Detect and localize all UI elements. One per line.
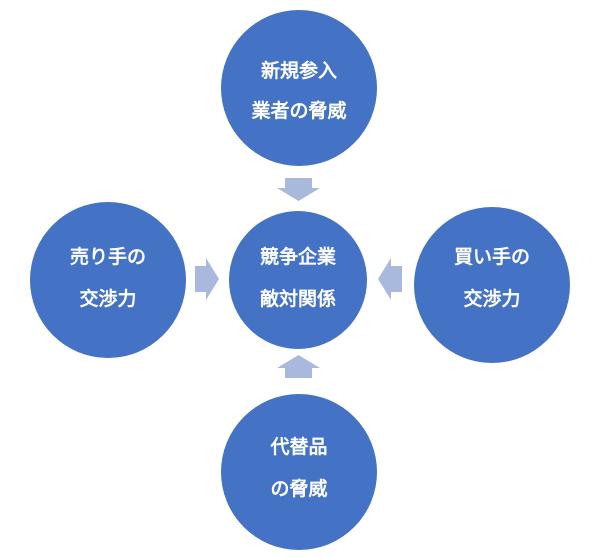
node-right: 買い手の 交渉力	[414, 207, 570, 363]
node-bottom: 代替品 の脅威	[221, 394, 377, 550]
node-top-line2: 業者の脅威	[250, 99, 346, 122]
node-top: 新規参入 業者の脅威	[221, 10, 377, 166]
arrow-left-icon	[378, 258, 402, 300]
node-left: 売り手の 交渉力	[30, 202, 186, 358]
node-left-line1: 売り手の	[70, 245, 146, 268]
arrow-up-icon	[277, 355, 320, 378]
circle-left	[30, 202, 186, 358]
node-right-line1: 買い手の	[454, 245, 530, 268]
node-center-line2: 敵対関係	[260, 287, 336, 310]
circle-top	[221, 10, 377, 166]
circle-bottom	[221, 394, 377, 550]
node-top-line1: 新規参入	[261, 59, 337, 82]
circle-right	[414, 207, 570, 363]
node-bottom-line2: の脅威	[270, 477, 327, 500]
node-left-line2: 交渉力	[79, 287, 136, 310]
node-center-line1: 競争企業	[260, 245, 337, 268]
arrow-right-icon	[195, 258, 219, 300]
node-bottom-line1: 代替品	[269, 435, 327, 458]
node-right-line2: 交渉力	[463, 287, 520, 310]
circle-center	[229, 211, 367, 349]
node-center: 競争企業 敵対関係	[229, 211, 367, 349]
arrow-down-icon	[277, 178, 320, 201]
